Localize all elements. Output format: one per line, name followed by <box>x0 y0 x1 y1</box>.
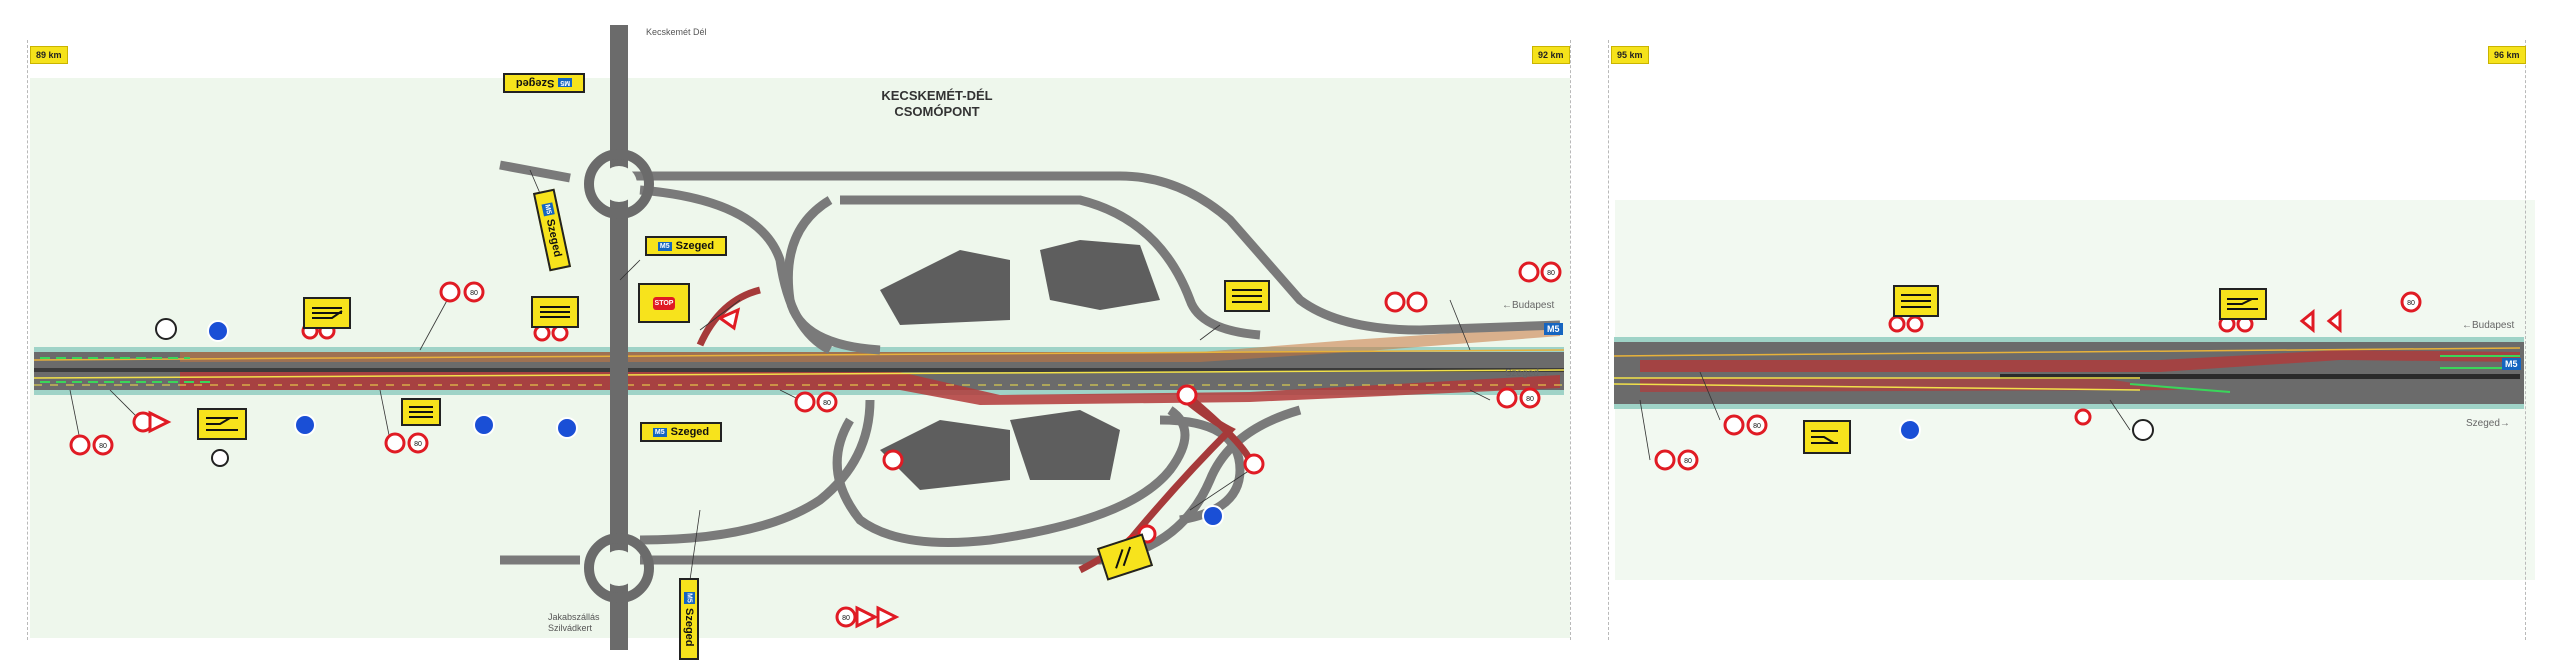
direction-sign-szeged: M5 Szeged <box>679 578 699 660</box>
km-marker: 95 km <box>1611 46 1649 64</box>
motorway-left <box>33 328 1565 405</box>
motorway-badge: M5 <box>2502 358 2521 370</box>
km-line <box>1608 40 1609 640</box>
blue-signs <box>207 320 1921 527</box>
lane-arrows-icon <box>540 306 570 318</box>
lane-arrangement-sign <box>1224 280 1270 312</box>
stop-sign: STOP <box>652 296 676 310</box>
km-line <box>1570 40 1571 640</box>
cross-road <box>584 25 654 650</box>
triangle-signs <box>148 307 2342 629</box>
lane-arrows-icon <box>409 406 433 418</box>
rest-areas <box>880 240 1160 490</box>
lane-arrows-icon <box>312 307 343 319</box>
lane-arrows-icon <box>206 417 238 431</box>
lane-arrangement-sign <box>197 408 247 440</box>
route-tag: M5 <box>652 427 667 437</box>
junction-title-line: CSOMÓPONT <box>894 104 980 119</box>
direction-label-szeged: Szeged→ <box>1505 368 1549 379</box>
sign-text: Szeged <box>675 240 715 252</box>
route-tag: M5 <box>540 202 555 217</box>
direction-sign-szeged: M5 Szeged <box>503 73 585 93</box>
lane-arrows-icon <box>1901 294 1931 308</box>
lane-arrows-icon <box>1811 430 1838 444</box>
direction-label-budapest: ←Budapest <box>2462 320 2515 331</box>
motorway-badge: M5 <box>1544 323 1563 335</box>
sign-text: Szeged <box>515 77 555 89</box>
lane-arrangement-sign <box>2219 288 2267 320</box>
place-label-south: Jakabszállás <box>548 612 600 622</box>
lane-arrows-icon <box>1232 289 1262 303</box>
place-label-north: Kecskemét Dél <box>646 27 707 37</box>
direction-sign-szeged: M5 Szeged <box>645 236 727 256</box>
direction-label-szeged: Szeged→ <box>2466 418 2510 429</box>
route-tag: M5 <box>558 78 573 88</box>
motorway-right <box>1613 337 2524 409</box>
lane-arrows-icon <box>1115 546 1132 569</box>
warning-plates <box>211 449 229 467</box>
km-marker: 92 km <box>1532 46 1570 64</box>
lane-arrows-icon <box>2227 298 2258 310</box>
km-marker: 96 km <box>2488 46 2526 64</box>
end-signs <box>155 318 2154 441</box>
lane-arrangement-sign <box>401 398 441 426</box>
sign-text: Szeged <box>670 426 710 438</box>
sign-text: Szeged <box>683 607 695 647</box>
lane-arrangement-sign <box>303 297 351 329</box>
sign-text: Szeged <box>543 217 564 258</box>
place-label-south: Szilvádkert <box>548 623 593 633</box>
stop-warning-sign: STOP <box>638 283 690 323</box>
junction-title-line: KECSKEMÉT-DÉL <box>881 88 993 103</box>
junction-title: KECSKEMÉT-DÉL CSOMÓPONT <box>870 88 1004 120</box>
km-line <box>2525 40 2526 640</box>
leader-lines <box>69 169 2131 581</box>
lane-arrangement-sign <box>1893 285 1939 317</box>
lane-arrangement-sign <box>1803 420 1851 454</box>
route-tag: M5 <box>657 241 672 251</box>
km-line <box>27 40 28 640</box>
route-tag: M5 <box>683 591 695 604</box>
direction-sign-szeged: M5 Szeged <box>640 422 722 442</box>
lane-arrangement-sign <box>1096 533 1154 581</box>
lane-arrangement-sign <box>531 296 579 328</box>
direction-label-budapest: ←Budapest <box>1502 300 1555 311</box>
km-marker: 89 km <box>30 46 68 64</box>
speed-limit-signs <box>69 261 2422 628</box>
